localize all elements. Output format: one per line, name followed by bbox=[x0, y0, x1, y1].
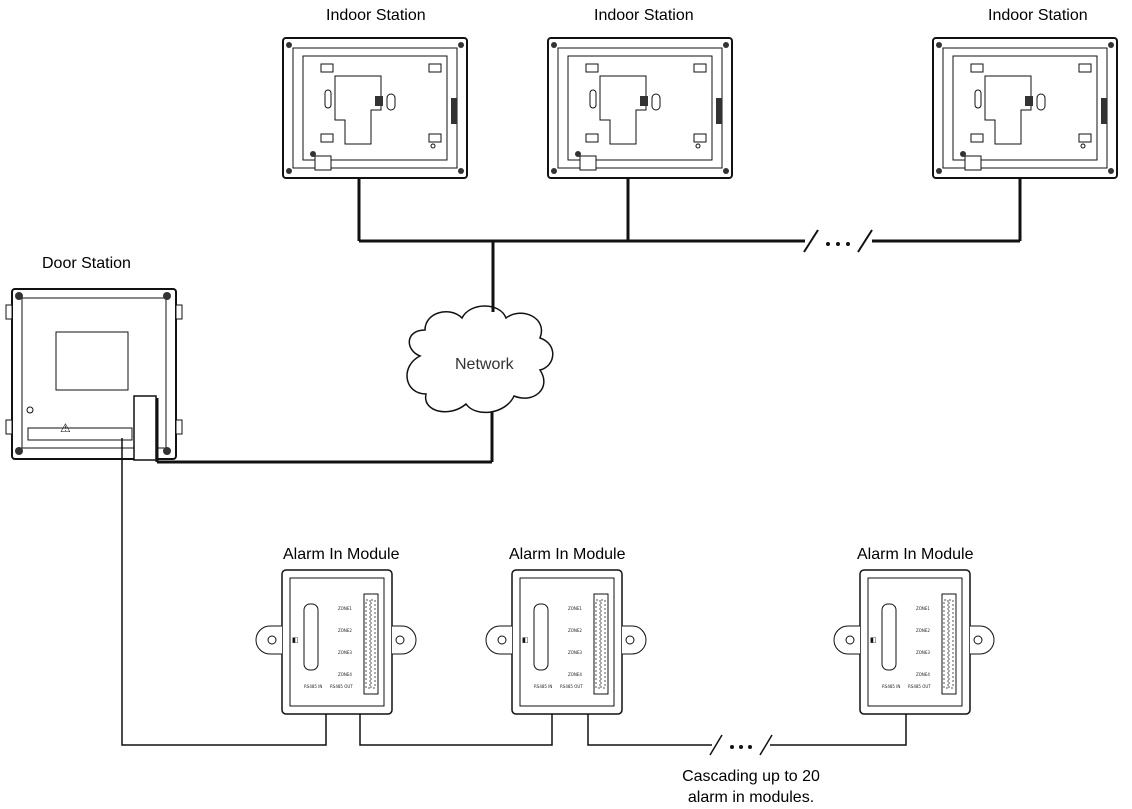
alarm-in-module-1 bbox=[255, 569, 417, 715]
rs485-wiring bbox=[121, 438, 907, 746]
indoor-station-label-1: Indoor Station bbox=[326, 7, 426, 24]
alarm-in-module-2 bbox=[485, 569, 647, 715]
cascade-caption: Cascading up to 20 alarm in modules. bbox=[666, 766, 836, 808]
network-label: Network bbox=[455, 356, 514, 373]
door-station-label: Door Station bbox=[42, 255, 131, 272]
alarm-in-module-label-1: Alarm In Module bbox=[283, 546, 400, 563]
cascade-caption-line-2: alarm in modules. bbox=[687, 789, 815, 806]
svg-text:⚠: ⚠ bbox=[60, 421, 71, 435]
indoor-station-1 bbox=[282, 37, 468, 179]
alarm-in-module-label-3: Alarm In Module bbox=[857, 546, 974, 563]
door-station: ⚠ bbox=[5, 288, 183, 461]
indoor-station-2 bbox=[547, 37, 733, 179]
indoor-station-3 bbox=[932, 37, 1118, 179]
network-wiring bbox=[155, 178, 1022, 464]
indoor-station-label-2: Indoor Station bbox=[594, 7, 694, 24]
cascade-caption-line-1: Cascading up to 20 bbox=[682, 768, 820, 785]
network-continuation-mark bbox=[803, 229, 873, 253]
indoor-station-label-3: Indoor Station bbox=[988, 7, 1088, 24]
network-cloud bbox=[406, 305, 554, 414]
alarm-in-module-label-2: Alarm In Module bbox=[509, 546, 626, 563]
rs485-continuation-mark bbox=[709, 734, 773, 756]
alarm-in-module-3 bbox=[833, 569, 995, 715]
